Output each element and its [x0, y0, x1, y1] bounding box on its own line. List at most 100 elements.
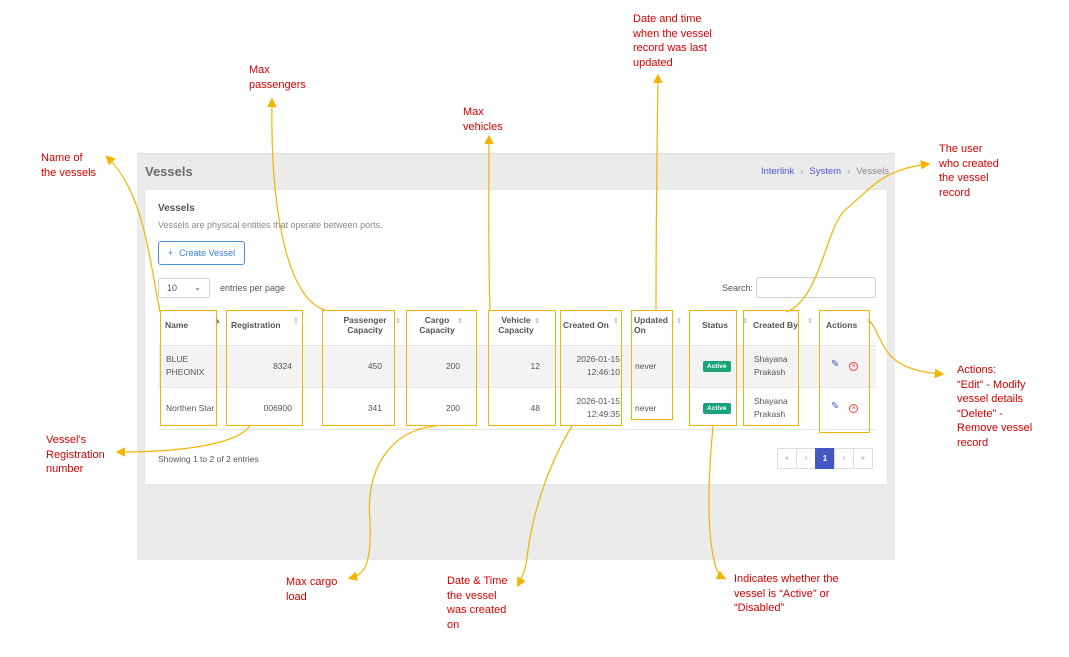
pencil-icon[interactable]: ✎ [831, 401, 840, 412]
highlight-created-on [560, 310, 622, 426]
created-date: 2026-01-15 [576, 396, 620, 406]
sort-icon: ⇕ [534, 318, 540, 325]
created-date: 2026-01-15 [576, 354, 620, 364]
cell-created-on: 2026-01-15 12:46:10 [558, 353, 620, 379]
card-title: Vessels [158, 203, 195, 214]
sort-icon: ⇕ [293, 318, 299, 325]
plus-icon: + [167, 248, 174, 258]
annotation-text: Indicates whether the vessel is “Active”… [734, 573, 839, 614]
cell-updated-on: never [635, 361, 657, 371]
annotation-text: Max cargo load [286, 576, 338, 603]
create-vessel-label: Create Vessel [179, 248, 236, 258]
page-header: Vessels Interlink›System›Vessels [137, 154, 895, 187]
sort-icon: ⇕ [395, 318, 401, 325]
breadcrumb: Interlink›System›Vessels [761, 166, 889, 177]
column-header-created-by[interactable]: Created By ⇕ [753, 305, 817, 345]
card-description: Vessels are physical entities that opera… [158, 220, 383, 230]
pencil-icon[interactable]: ✎ [831, 359, 840, 370]
highlight-updated-on [631, 310, 673, 420]
highlight-name [160, 310, 217, 426]
annotation-text: “Delete” - Remove vessel record [957, 407, 1033, 449]
header-label: Created By [753, 320, 798, 330]
highlight-registration [226, 310, 303, 426]
sort-icon: ▲ [214, 318, 221, 325]
cell-created-by: Shayana Prakash [754, 354, 788, 377]
status-badge: Active [703, 361, 731, 372]
table-divider [158, 429, 876, 430]
chevron-down-icon: ⌄ [194, 283, 201, 292]
header-label: Registration [231, 320, 281, 330]
pagination: « ‹ 1 › » [777, 448, 873, 469]
column-header-passenger-capacity[interactable]: Passenger Capacity ⇕ [325, 305, 405, 345]
chevron-right-icon: › [847, 166, 851, 177]
cell-cargo-capacity: 200 [445, 361, 460, 371]
table-row: Northen Star 006900 341 200 48 2026-01-1… [158, 387, 876, 429]
annotation-text: “Edit” - Modify vessel details [957, 378, 1026, 406]
header-label: Cargo Capacity [419, 315, 455, 335]
annotation-created-on: Date & Time the vessel was created on [447, 574, 513, 632]
cell-vehicle-capacity: 12 [530, 361, 540, 371]
sort-icon: ⇕ [742, 318, 748, 325]
header-label: Created On [563, 320, 609, 330]
cell-passenger-capacity: 341 [367, 403, 382, 413]
column-header-status[interactable]: Status ⇕ [702, 305, 752, 345]
showing-entries-text: Showing 1 to 2 of 2 entries [158, 454, 259, 464]
annotation-text: Max vehicles [463, 106, 503, 133]
annotation-name: Name of the vessels [41, 151, 99, 180]
annotation-status: Indicates whether the vessel is “Active”… [734, 572, 846, 616]
header-label: Status [702, 320, 728, 330]
column-header-updated-on[interactable]: Updated On ⇕ [634, 305, 686, 345]
cell-updated-on: never [635, 403, 657, 413]
column-header-cargo-capacity[interactable]: Cargo Capacity⇕ [407, 305, 467, 345]
header-label: Passenger Capacity [343, 315, 387, 335]
app-window: Vessels Interlink › System › Vessels Vessels… [137, 153, 895, 560]
annotation-vehicles: Max vehicles [463, 105, 511, 134]
header-label: Actions [826, 320, 858, 330]
annotation-text: Name of the vessels [41, 152, 97, 179]
search-label: Search: [722, 283, 754, 293]
create-vessel-button[interactable]: + Create Vessel [158, 241, 245, 265]
search-input[interactable] [756, 277, 876, 298]
entries-per-page-label: entries per page [220, 283, 286, 293]
circle-x-icon[interactable]: × [849, 404, 858, 413]
annotation-updated-on: Date and time when the vessel record was… [633, 12, 723, 70]
entries-value: 10 [167, 283, 178, 293]
sort-icon: ⇕ [676, 318, 682, 325]
highlight-actions [819, 310, 870, 433]
annotation-registration: Vessel’s Registration number [46, 433, 112, 477]
annotation-passengers: Max passengers [249, 63, 315, 92]
breadcrumb-system[interactable]: System [809, 166, 842, 177]
cell-cargo-capacity: 200 [445, 403, 460, 413]
cell-registration: 8324 [273, 361, 292, 371]
status-badge: Active [703, 403, 731, 414]
column-header-created-on[interactable]: Created On ⇕ [563, 305, 623, 345]
column-header-registration[interactable]: Registration ⇕ [231, 305, 303, 345]
cell-vehicle-capacity: 48 [530, 403, 540, 413]
chevron-right-icon: › [800, 166, 804, 177]
breadcrumb-interlink[interactable]: Interlink [760, 166, 795, 177]
cell-created-by: Shayana Prakash [754, 396, 788, 419]
sort-icon: ⇕ [613, 318, 619, 325]
column-header-name[interactable]: Name ▲ [165, 305, 225, 345]
annotation-text: Actions: [957, 364, 997, 376]
last-page-button[interactable]: » [853, 448, 873, 469]
page-title: Vessels [145, 164, 193, 179]
header-label: Vehicle Capacity [498, 315, 534, 335]
cell-passenger-capacity: 450 [367, 361, 382, 371]
table-row: BLUE PHEONIX 8324 450 200 12 2026-01-15 1… [158, 345, 876, 387]
created-time: 12:46:10 [586, 367, 620, 377]
highlight-passenger [322, 310, 395, 426]
annotation-created-by: The user who created the vessel record [939, 142, 1001, 200]
column-header-vehicle-capacity[interactable]: Vehicle Capacity⇕ [488, 305, 544, 345]
sort-icon: ⇕ [807, 318, 813, 325]
highlight-status [689, 310, 737, 426]
annotation-text: Date and time when the vessel record was… [633, 13, 712, 69]
circle-x-icon[interactable]: × [849, 362, 858, 371]
header-label: Updated On [634, 315, 668, 335]
entries-per-page-select[interactable]: 10 ⌄ [158, 278, 210, 298]
sort-icon: ⇕ [457, 318, 463, 325]
header-label: Name [165, 320, 189, 330]
cell-name: BLUE PHEONIX [166, 354, 205, 377]
